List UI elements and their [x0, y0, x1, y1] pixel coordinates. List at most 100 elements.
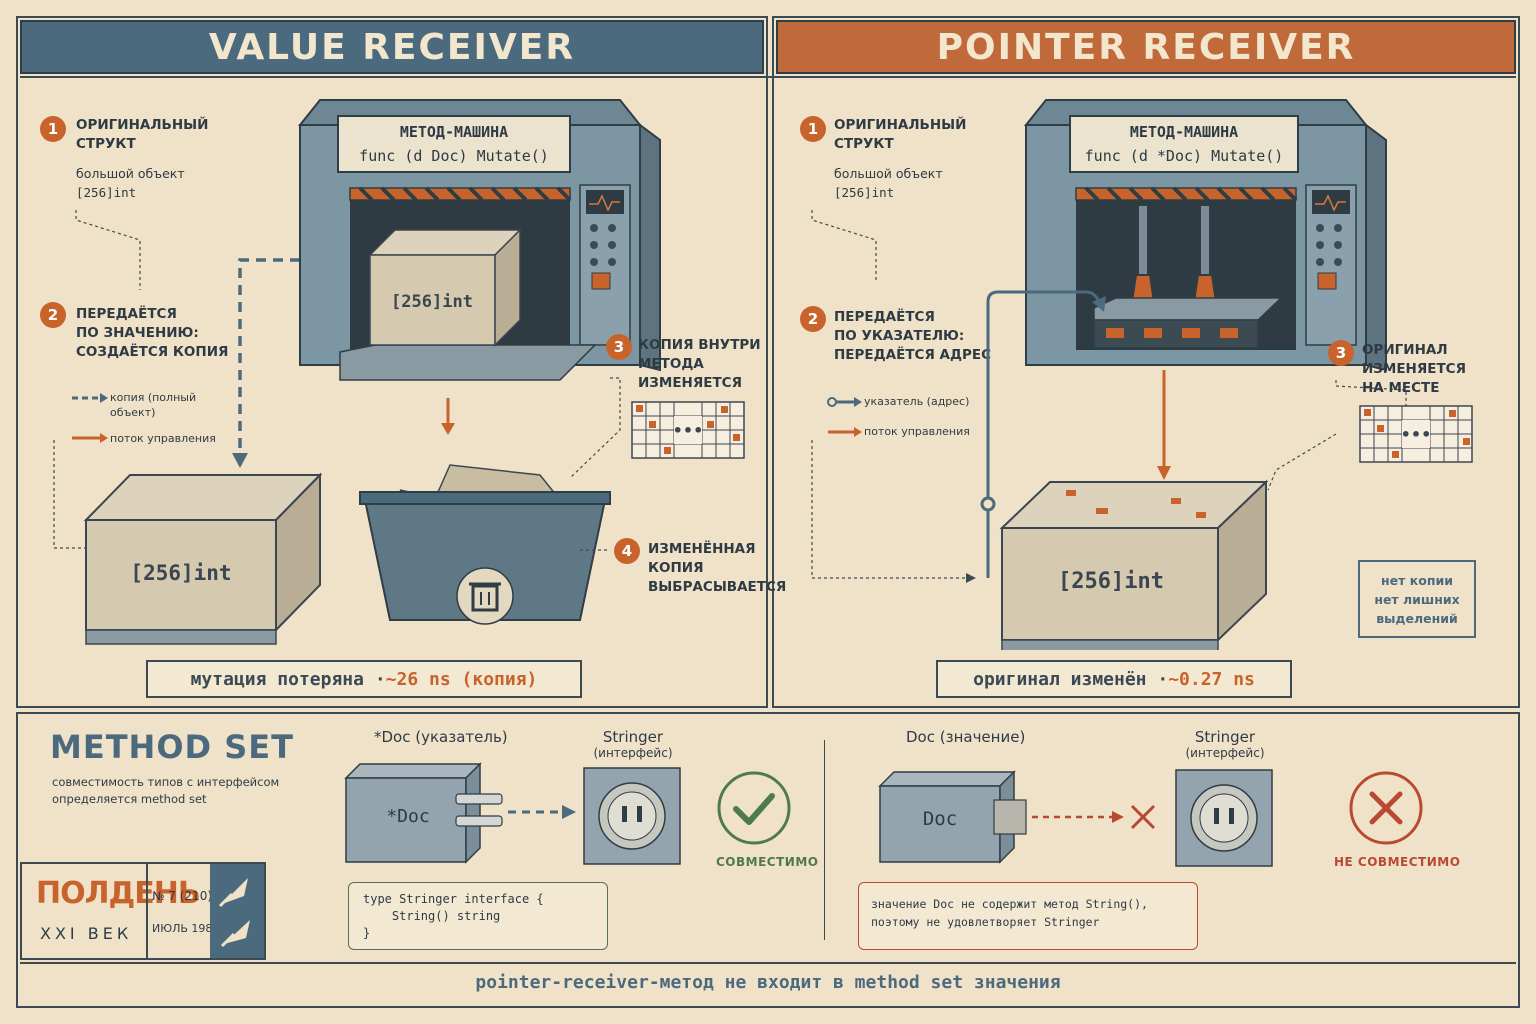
pointer-step3-label: Оригинал изменяется на месте: [1362, 341, 1466, 398]
pointer-result-time: ~0.27 ns: [1168, 668, 1255, 690]
left-box-label: *Doc: [386, 806, 430, 827]
rocket-icon: [218, 878, 250, 948]
value-legend-copy: копия (полный объект): [110, 390, 196, 420]
value-method-machine: [256]int: [297, 99, 661, 381]
value-machine-signature: func (d Doc) Mutate(): [359, 147, 549, 165]
logo-sub: XXI ВЕК: [40, 924, 133, 943]
value-step2-line2: по значению:: [76, 325, 199, 341]
left-iface-title: Stringer: [602, 728, 664, 746]
pointer-step2-line3: передаётся адрес: [834, 347, 992, 363]
value-legend-copy-line2: объект): [110, 406, 156, 419]
value-step2-line1: Передаётся: [76, 306, 177, 322]
left-socket: [583, 767, 681, 865]
value-receiver-title: VALUE RECEIVER: [208, 26, 576, 68]
value-crate-inside-label: [256]int: [391, 292, 473, 312]
value-step1-desc-line2: [256]int: [76, 185, 137, 200]
value-step3-badge: 3: [606, 334, 632, 360]
pointer-machine-title: МЕТОД-МАШИНА: [1130, 123, 1238, 141]
no-copy-note-line3: выделений: [1376, 610, 1458, 626]
right-socket: [1175, 769, 1273, 867]
pointer-method-machine: [1023, 99, 1387, 372]
value-legend-flow: поток управления: [110, 432, 216, 445]
pointer-step2-line1: Передаётся: [834, 309, 935, 325]
pointer-step1-label: Оригинальный структ: [834, 116, 966, 154]
value-step2-badge: 2: [40, 302, 66, 328]
pointer-legend-icons: [827, 397, 862, 437]
pointer-step1-desc: большой объект [256]int: [834, 164, 943, 202]
footer-note: pointer-receiver-метод не входит в metho…: [475, 972, 1061, 993]
right-type-label: Doc (значение): [906, 728, 1026, 746]
value-step4-line2: копия: [648, 560, 704, 576]
pointer-step2-badge: 2: [800, 306, 826, 332]
logo-divider: [146, 862, 148, 960]
method-set-desc: совместимость типов с интерфейсом опреде…: [52, 774, 279, 808]
no-copy-note-line2: нет лишних: [1374, 591, 1460, 607]
incompatible-note-line1: значение Doc не содержит метод String(),: [871, 897, 1148, 911]
pointer-receiver-title: POINTER RECEIVER: [936, 26, 1356, 68]
left-type-label: *Doc (указатель): [374, 728, 508, 746]
pointer-step1-label-line2: структ: [834, 136, 894, 152]
cross-icon: [1349, 771, 1423, 845]
compatible-badge: СОВМЕСТИМО: [716, 855, 819, 869]
value-panel-frame: [16, 16, 768, 708]
pointer-legend-pointer: указатель (адрес): [864, 395, 970, 408]
right-iface-title: Stringer: [1194, 728, 1256, 746]
value-result-box: мутация потеряна · ~26 ns (копия): [146, 660, 582, 698]
left-iface-sub: (интерфейс): [593, 746, 673, 760]
pointer-step3-badge: 3: [1328, 340, 1354, 366]
value-step2-line3: создаётся копия: [76, 344, 229, 360]
pointer-step3-line3: на месте: [1362, 380, 1440, 396]
pointer-step3-line1: Оригинал: [1362, 342, 1448, 358]
pointer-step3-line2: изменяется: [1362, 361, 1466, 377]
pointer-illustration: МЕТОД-МАШИНА func (d *Doc) Mutate() [256…: [811, 99, 1473, 650]
logo-date: ИЮЛЬ 1987: [152, 922, 220, 935]
value-step4-label: Изменённая копия выбрасывается: [648, 540, 786, 597]
value-step1-label-line2: структ: [76, 136, 136, 152]
value-legend-icons: [72, 393, 108, 443]
value-crate-original-label: [256]int: [130, 561, 231, 585]
svg-text:•••: •••: [1401, 425, 1432, 444]
pointer-result-text: оригинал изменён ·: [973, 668, 1169, 690]
pointer-result-box: оригинал изменён · ~0.27 ns: [936, 660, 1292, 698]
header-rule: [20, 76, 1516, 78]
pointer-step1-badge: 1: [800, 116, 826, 142]
value-result-time: ~26 ns (копия): [385, 668, 538, 690]
value-step1-label: Оригинальный структ: [76, 116, 208, 154]
pointer-panel-frame: [772, 16, 1520, 708]
value-step3-label: Копия внутри метода изменяется: [638, 336, 761, 393]
pointer-step2-label: Передаётся по указателю: передаётся адре…: [834, 308, 991, 365]
value-step1-label-line1: Оригинальный: [76, 117, 209, 133]
method-set-frame: [16, 712, 1520, 1008]
value-result-text: мутация потеряна ·: [190, 668, 386, 690]
pointer-step2-line2: по указателю:: [834, 328, 965, 344]
method-set-desc-line1: совместимость типов с интерфейсом: [52, 775, 280, 789]
pointer-step1-desc-line2: [256]int: [834, 185, 895, 200]
value-illustration: [256]int МЕТОД-МАШИНА func (d Doc) Mutat…: [53, 99, 745, 645]
right-box-label: Doc: [922, 808, 958, 830]
incompatible-note-line2: поэтому не удовлетворяет Stringer: [871, 915, 1100, 929]
trash-icon: [469, 582, 501, 612]
value-legend-copy-line1: копия (полный: [110, 391, 197, 404]
pointer-step1-label-line1: Оригинальный: [834, 117, 967, 133]
pointer-modified-grid: •••: [1359, 405, 1473, 463]
no-copy-note-line1: нет копии: [1381, 572, 1453, 588]
value-step1-desc: большой объект [256]int: [76, 164, 185, 202]
value-copy-grid: •••: [631, 401, 745, 459]
logo-issue: № 7 (210): [152, 889, 213, 903]
value-step3-line3: изменяется: [638, 375, 742, 391]
footer-rule: [20, 962, 1516, 964]
value-step4-line1: Изменённая: [648, 541, 756, 557]
ptr-doc-plug: [344, 762, 576, 864]
method-set-title: METHOD SET: [50, 728, 294, 766]
value-machine-title: МЕТОД-МАШИНА: [400, 123, 508, 141]
pointer-legend-flow: поток управления: [864, 425, 970, 438]
pointer-machine-signature: func (d *Doc) Mutate(): [1085, 147, 1284, 165]
stringer-code-box: type Stringer interface { String() strin…: [348, 882, 608, 950]
doc-plug: [878, 770, 1156, 864]
check-icon: [717, 771, 791, 845]
value-step2-label: Передаётся по значению: создаётся копия: [76, 305, 228, 362]
pointer-crate-original-label: [256]int: [1058, 569, 1164, 594]
incompatible-badge: НЕ СОВМЕСТИМО: [1334, 855, 1461, 869]
logo-block: [20, 862, 266, 960]
